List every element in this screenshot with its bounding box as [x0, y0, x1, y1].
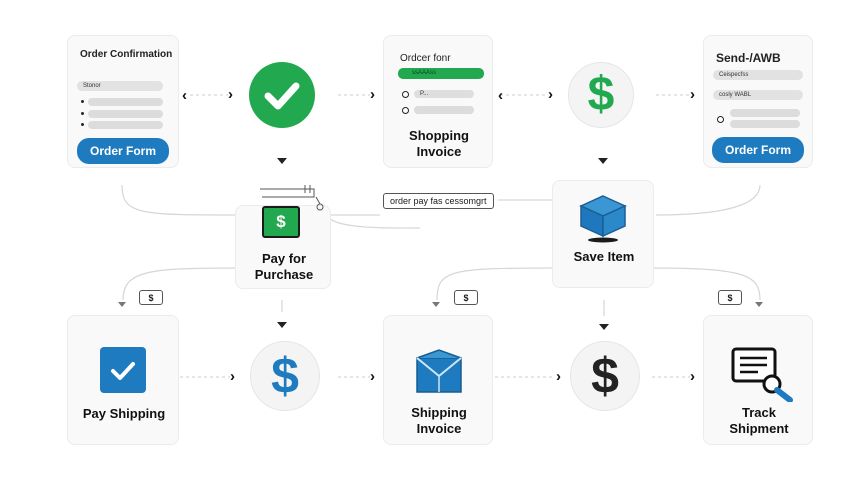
ceispecfss-field[interactable]: Ceispecfss	[713, 70, 803, 80]
dollar-sign: $	[276, 212, 286, 231]
dollar-sign: $	[591, 348, 619, 404]
pay-shipping-label: Pay Shipping	[82, 406, 166, 421]
arrow-down-icon	[432, 302, 440, 307]
chevron-right-icon: ›	[548, 86, 553, 103]
chevron-right-icon: ›	[690, 86, 695, 103]
dollar-box-icon: $	[262, 206, 300, 238]
dollar-circle-icon: $	[568, 62, 634, 128]
stonor-field[interactable]: Stonor	[77, 81, 163, 91]
list-bullet	[81, 123, 84, 126]
track-shipment-label: Track Shipment	[729, 405, 789, 436]
cosly-wabl-field[interactable]: cosly WABL	[713, 90, 803, 100]
order-note-tag: order pay fas cessomgrt	[383, 193, 494, 209]
placeholder-line	[88, 98, 163, 106]
chevron-right-icon: ›	[556, 368, 561, 385]
arrow-down-icon	[277, 158, 287, 164]
order-form-button[interactable]: Order Form	[77, 138, 169, 164]
scale-icon	[260, 185, 324, 211]
dollar-circle-icon: $	[570, 341, 640, 411]
radio-label: P...	[414, 90, 474, 98]
chevron-left-icon: ‹	[182, 87, 187, 104]
green-progress-bar: ssAAAss	[398, 68, 484, 79]
order-form-title: Ordcer fonr	[400, 53, 451, 64]
placeholder-line	[88, 121, 163, 129]
chevron-right-icon: ›	[230, 368, 235, 385]
cube-icon	[579, 195, 627, 243]
dollar-circle-icon: $	[250, 341, 320, 411]
dollar-chip: $	[139, 290, 163, 305]
list-bullet	[81, 112, 84, 115]
placeholder-line	[730, 120, 800, 128]
shipping-invoice-card: Shipping Invoice	[383, 315, 493, 445]
send-awb-card: Send-/AWB Ceispecfss cosly WABL Order Fo…	[703, 35, 813, 168]
envelope-icon	[416, 349, 462, 393]
chevron-right-icon: ›	[370, 86, 375, 103]
arrow-down-icon	[277, 322, 287, 328]
radio-option[interactable]	[402, 107, 409, 114]
checkbox-icon	[100, 347, 146, 393]
track-shipment-card: Track Shipment	[703, 315, 813, 445]
order-form-card: Ordcer fonr ssAAAss P... Shopping Invoic…	[383, 35, 493, 168]
pay-for-purchase-card: Pay for Purchase	[235, 205, 331, 289]
chevron-left-icon: ‹	[498, 87, 503, 104]
dollar-chip: $	[718, 290, 742, 305]
dollar-sign: $	[587, 68, 615, 121]
list-bullet	[81, 100, 84, 103]
arrow-down-icon	[118, 302, 126, 307]
save-item-label: Save Item	[573, 249, 635, 264]
arrow-down-icon	[598, 158, 608, 164]
pay-for-purchase-label: Pay for Purchase	[254, 251, 314, 282]
check-circle-icon	[249, 62, 315, 128]
chevron-right-icon: ›	[228, 86, 233, 103]
dollar-chip: $	[454, 290, 478, 305]
placeholder-line	[730, 109, 800, 117]
pay-shipping-card: Pay Shipping	[67, 315, 179, 445]
chevron-right-icon: ›	[690, 368, 695, 385]
shipping-invoice-label: Shipping Invoice	[411, 405, 467, 436]
radio-option[interactable]	[717, 116, 724, 123]
order-form-button[interactable]: Order Form	[712, 137, 804, 163]
send-awb-title: Send-/AWB	[716, 51, 781, 65]
shopping-invoice-label: Shopping Invoice	[409, 128, 469, 159]
order-confirmation-card: Order Confirmation Stonor Order Form	[67, 35, 179, 168]
arrow-down-icon	[599, 324, 609, 330]
dollar-sign: $	[271, 348, 299, 404]
placeholder-line	[88, 110, 163, 118]
chevron-right-icon: ›	[370, 368, 375, 385]
placeholder-line	[414, 106, 474, 114]
radio-option[interactable]	[402, 91, 409, 98]
document-search-icon	[731, 347, 793, 402]
order-confirmation-title: Order Confirmation	[80, 49, 173, 60]
arrow-down-icon	[755, 302, 763, 307]
